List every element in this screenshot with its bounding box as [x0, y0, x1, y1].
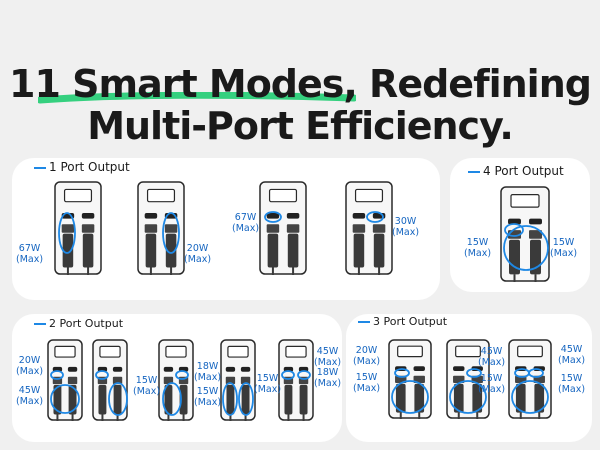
device-one-port-3-illustration: [259, 181, 307, 275]
label-three-port-c: 45W (Max): [478, 346, 506, 368]
device-four-port-illustration: [500, 186, 550, 282]
label-three-port-d: 15W (Max): [478, 373, 506, 395]
device-two-port-1-illustration: [47, 339, 83, 421]
device-three-port-3-illustration: [508, 339, 552, 419]
label-two-port-d: 18W (Max): [194, 361, 222, 383]
device-two-port-3-illustration: [158, 339, 194, 421]
device-three-port-2-illustration: [446, 339, 490, 419]
panel-title-three-port: 3 Port Output: [358, 315, 447, 328]
label-two-port-c: 15W (Max): [133, 375, 161, 397]
label-two-port-a: 20W (Max): [16, 355, 44, 377]
label-three-port-f: 15W (Max): [558, 373, 586, 395]
label-two-port-h: 18W (Max): [314, 367, 342, 389]
label-one-port-device3: 67W (Max): [232, 212, 260, 234]
label-three-port-e: 45W (Max): [558, 344, 586, 366]
device-one-port-4-illustration: [345, 181, 393, 275]
panel-title-one-port: 1 Port Output: [34, 160, 130, 174]
label-one-port-device1: 67W (Max): [16, 243, 44, 265]
headline-line-2: Multi-Port Efficiency.: [87, 104, 514, 148]
label-three-port-a: 20W (Max): [353, 345, 381, 367]
label-one-port-device4: 30W (Max): [392, 216, 420, 238]
panel-title-four-port: 4 Port Output: [468, 164, 564, 178]
label-two-port-g: 45W (Max): [314, 346, 342, 368]
label-two-port-b: 45W (Max): [16, 385, 44, 407]
label-three-port-b: 15W (Max): [353, 372, 381, 394]
device-two-port-2-illustration: [92, 339, 128, 421]
label-one-port-device2: 20W (Max): [184, 243, 212, 265]
label-two-port-f: 15W (Max): [254, 373, 282, 395]
panel-title-two-port: 2 Port Output: [34, 317, 123, 330]
device-three-port-1-illustration: [388, 339, 432, 419]
device-one-port-2-illustration: [137, 181, 185, 275]
label-four-port-right: 15W (Max): [550, 237, 578, 259]
device-two-port-4-illustration: [220, 339, 256, 421]
label-four-port-left: 15W (Max): [464, 237, 492, 259]
device-two-port-5-illustration: [278, 339, 314, 421]
device-one-port-1-illustration: [54, 181, 102, 275]
headline-line-1: 11 Smart Modes, Redefining: [9, 62, 592, 106]
headline-underline: [38, 92, 356, 104]
label-two-port-e: 15W (Max): [194, 386, 222, 408]
